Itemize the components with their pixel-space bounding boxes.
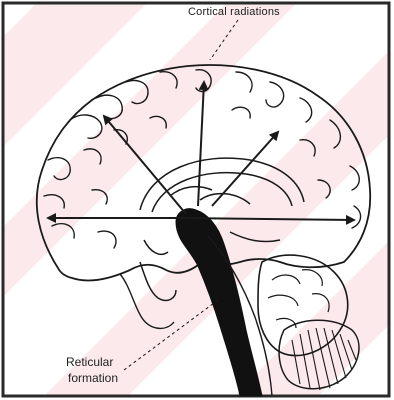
reticular-formation-label-line1: Reticular (66, 355, 113, 369)
reticular-formation-label-line2: formation (68, 371, 118, 385)
cortical-radiations-label: Cortical radiations (188, 6, 280, 18)
